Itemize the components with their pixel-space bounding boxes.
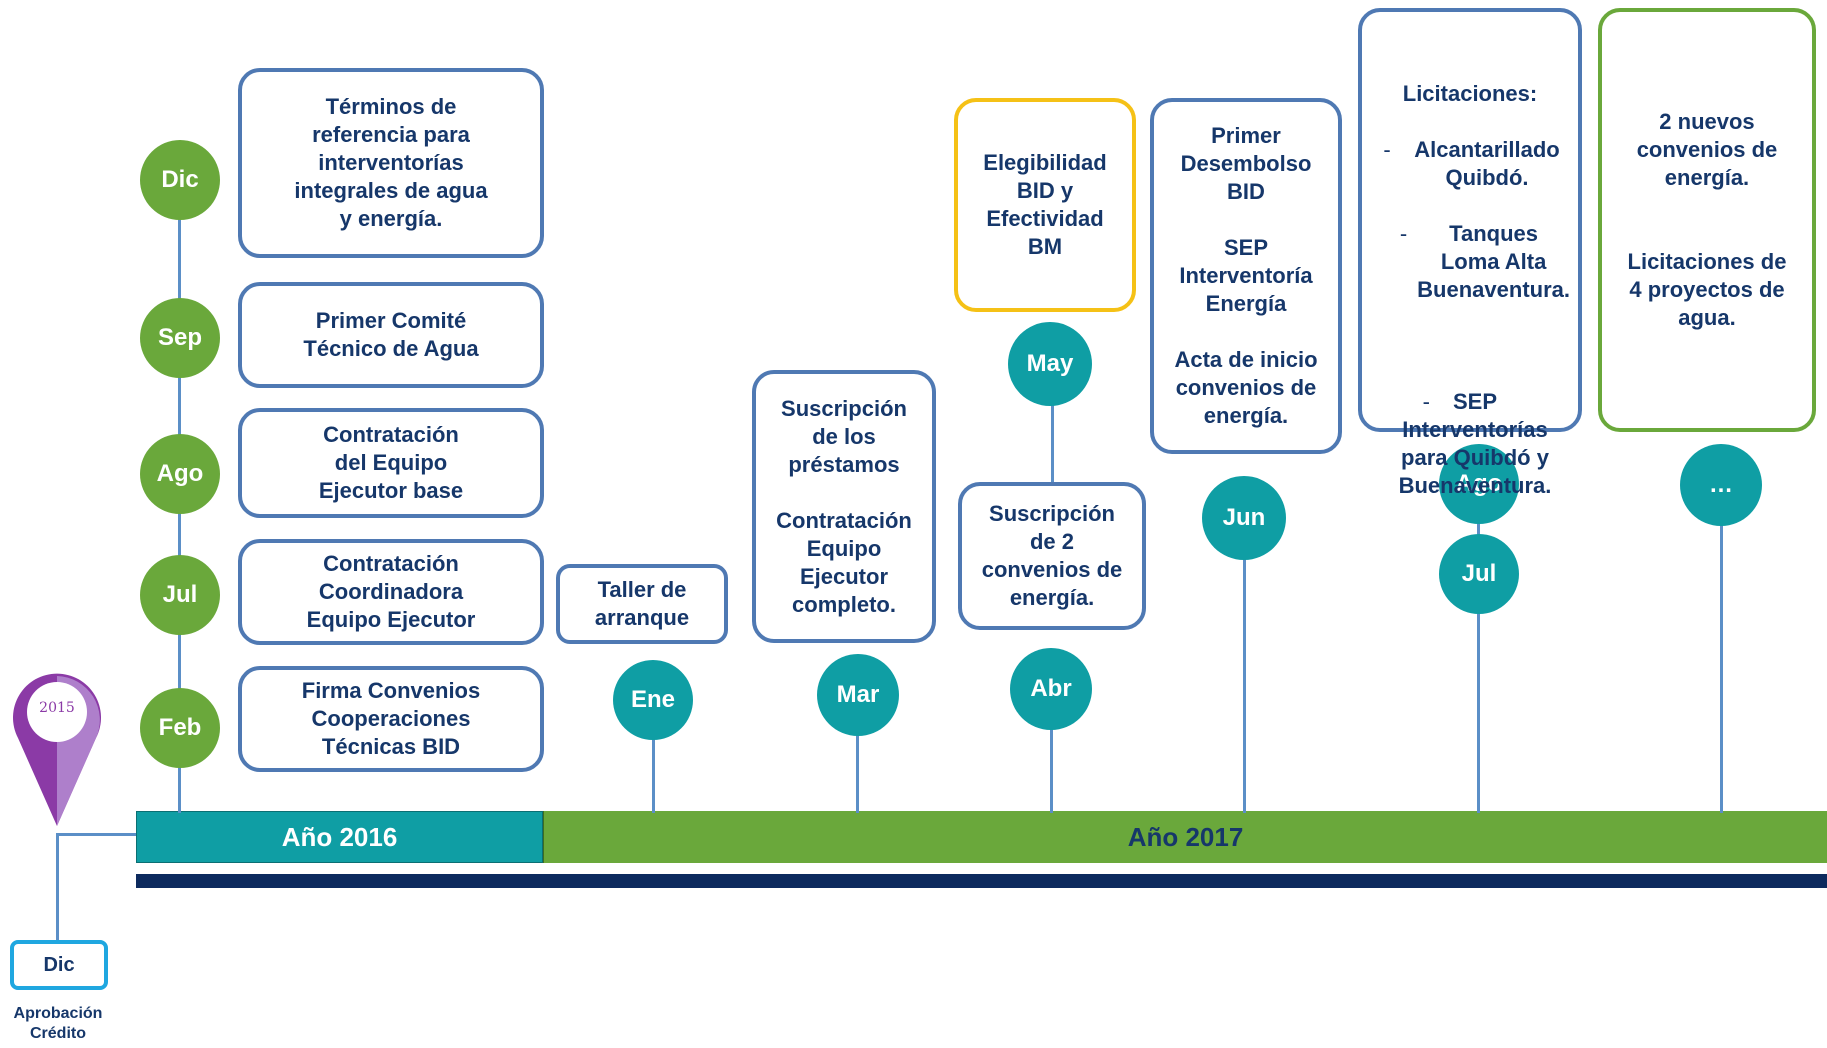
month-label: Ago [1455,470,1503,497]
month-circle-mar-2017: Mar [817,654,899,736]
month-label: Jul [162,581,198,608]
month-circle-ago-2016: Ago [140,434,220,514]
month-label: Mar [836,681,880,708]
start-caption-line1: Aprobación [13,1005,103,1022]
start-connector-horizontal [56,833,136,836]
month-label: Dic [161,166,199,193]
event-box-feb-2016: Firma Convenios Cooperaciones Técnicas B… [238,666,544,772]
event-box-ene-2017: Taller de arranque [556,564,728,644]
licitaciones-item-3-text: SEP Interventorías para Quibdó y Buenave… [1398,389,1552,498]
event-box-licitaciones: Licitaciones: - Alcantarillado Quibdó. -… [1358,8,1582,498]
month-circle-may-2017: May [1008,322,1092,406]
month-circle-abr-2017: Abr [1010,648,1092,730]
start-connector-vertical [56,834,59,940]
spacer [1370,332,1570,360]
connector-jul-ago-2017 [1477,480,1480,813]
licitaciones-item-2-text: Tanques Loma Alta Buenaventura. [1417,221,1570,302]
year-2016-label: Año 2016 [281,821,398,852]
month-circle-jul-2016: Jul [140,555,220,635]
navy-baseline [136,874,1827,888]
month-label: Sep [157,324,202,351]
event-box-jun-2017: Primer Desembolso BID SEP Interventoría … [1150,98,1342,454]
connector-ene-2017 [652,700,655,813]
event-box-may-2017: Elegibilidad BID y Efectividad BM [954,98,1136,312]
month-circle-feb-2016: Feb [140,688,220,768]
month-label: Jul [1461,560,1497,587]
bullet-dash: - [1383,137,1391,162]
year-2017-label: Año 2017 [1127,821,1244,852]
licitaciones-heading: Licitaciones: [1402,81,1538,106]
connector-abr-2017 [1050,700,1053,813]
event-box-ago-2016: Contratación del Equipo Ejecutor base [238,408,544,518]
licitaciones-item-1: - Alcantarillado Quibdó. [1370,136,1570,192]
month-circle-dic-2016: Dic [140,140,220,220]
year-2017-bar: Año 2017 [543,811,1827,863]
connector-mar-2017 [856,700,859,813]
bullet-dash: - [1422,389,1430,414]
connector-may-2017 [1051,400,1054,482]
start-month-label: Dic [43,953,75,976]
connector-jun-2017 [1243,520,1246,813]
location-pin-icon [12,673,102,826]
event-box-dic-2016: Términos de referencia para interventorí… [238,68,544,258]
event-box-next: 2 nuevos convenios de energía. Licitacio… [1598,8,1816,432]
event-box-jul-2016: Contratación Coordinadora Equipo Ejecuto… [238,539,544,645]
month-label: Abr [1030,675,1072,702]
event-box-sep-2016: Primer Comité Técnico de Agua [238,282,544,388]
month-circle-ago-2017: Ago [1439,444,1519,524]
month-label: Ene [630,686,675,713]
month-label: Jun [1222,504,1266,531]
month-label: May [1026,350,1074,377]
year-2016-bar: Año 2016 [136,811,543,863]
licitaciones-item-2: - Tanques Loma Alta Buenaventura. [1370,220,1570,304]
month-circle-ene-2017: Ene [613,660,693,740]
connector-next-2017 [1720,480,1723,813]
bullet-dash: - [1399,221,1408,246]
event-box-mar-2017: Suscripción de los préstamos Contratació… [752,370,936,643]
licitaciones-item-1-text: Alcantarillado Quibdó. [1414,137,1560,190]
licitaciones-item-3: - SEP Interventorías para Quibdó y Buena… [1370,388,1570,500]
start-caption: Aprobación Crédito [0,1004,116,1044]
month-label: … [1709,471,1733,498]
month-circle-jul-2017: Jul [1439,534,1519,614]
month-circle-next: … [1680,444,1762,526]
start-caption-line2: Crédito [30,1025,86,1042]
month-circle-jun-2017: Jun [1202,476,1286,560]
start-month-box: Dic [10,940,108,990]
month-label: Ago [156,460,204,487]
month-label: Feb [158,714,202,741]
event-box-abr-2017: Suscripción de 2 convenios de energía. [958,482,1146,630]
pin-year: 2015 [39,700,75,716]
month-circle-sep-2016: Sep [140,298,220,378]
